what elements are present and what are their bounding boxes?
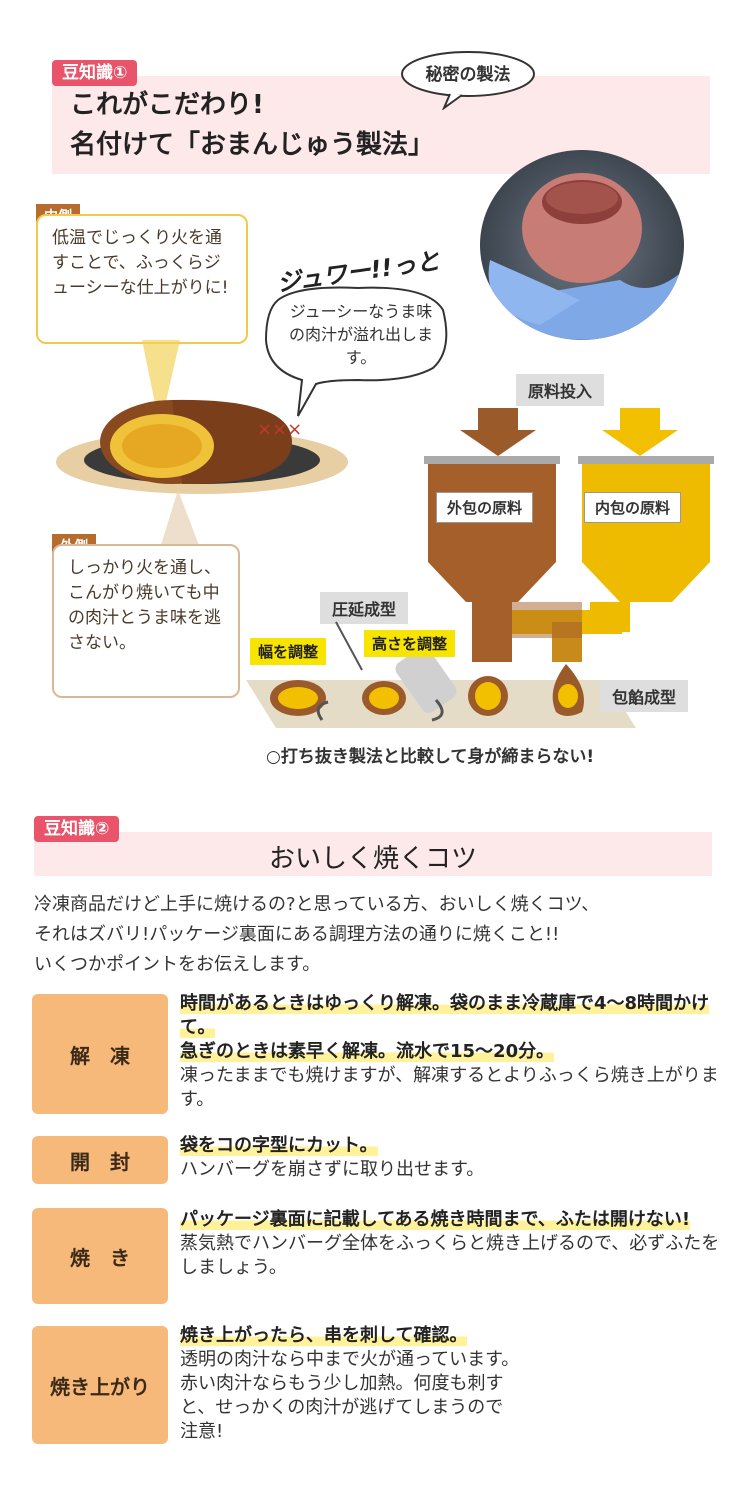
inner-material-label: 内包の原料 xyxy=(584,492,682,523)
section2-title-band xyxy=(34,832,712,876)
roll-forming-label: 圧延成型 xyxy=(320,592,409,624)
step-bake-body: 蒸気熱でハンバーグ全体をふっくらと焼き上げるので、必ずふたをしましょう。 xyxy=(180,1233,720,1278)
juicy-bubble: ジューシーなうま味の肉汁が溢れ出します。 xyxy=(258,280,458,420)
secret-bubble-text: 秘密の製法 xyxy=(425,65,511,85)
inner-note: 低温でじっくり火を通すことで、ふっくらジューシーな仕上がりに! xyxy=(36,214,248,344)
step-open-highlight1: 袋をコの字型にカット。 xyxy=(180,1135,378,1156)
step-open-text: 袋をコの字型にカット。 ハンバーグを崩さずに取り出せます。 xyxy=(180,1134,720,1182)
outer-note: しっかり火を通し、こんがり焼いても中の肉汁とうま味を逃さない。 xyxy=(52,544,240,698)
step-done-highlight1: 焼き上がったら、串を刺して確認。 xyxy=(180,1325,468,1346)
step-thaw-highlight2: 急ぎのときは素早く解凍。流水で15～20分。 xyxy=(180,1041,555,1062)
step-thaw-highlight1: 時間があるときはゆっくり解凍。袋のまま冷蔵庫で4～8時間かけて。 xyxy=(180,993,710,1038)
section2-title: おいしく焼くコツ xyxy=(268,844,477,874)
step-open-label: 開 封 xyxy=(32,1136,168,1184)
svg-text:×××: ××× xyxy=(257,419,302,440)
intro-line-1: 冷凍商品だけど上手に焼けるの?と思っている方、おいしく焼くコツ、 xyxy=(34,894,600,915)
inner-note-text: 低温でじっくり火を通すことで、ふっくらジューシーな仕上がりに! xyxy=(52,228,229,298)
arrow-inner-input xyxy=(602,408,678,456)
section2-intro: 冷凍商品だけど上手に焼けるの?と思っている方、おいしく焼くコツ、 それはズバリ!… xyxy=(34,890,734,980)
step-open-body: ハンバーグを崩さずに取り出せます。 xyxy=(180,1159,485,1180)
step-bake-label: 焼 き xyxy=(32,1208,168,1304)
step-thaw-text: 時間があるときはゆっくり解凍。袋のまま冷蔵庫で4～8時間かけて。 急ぎのときは素… xyxy=(180,992,720,1112)
arrow-outer-input xyxy=(460,408,536,456)
section1-title-line1: これがこだわり! xyxy=(70,90,264,120)
juicy-bubble-text: ジューシーなうま味の肉汁が溢れ出します。 xyxy=(288,302,433,367)
machine-hoppers xyxy=(424,456,714,662)
intro-line-3: いくつかポイントをお伝えします。 xyxy=(34,954,321,975)
outer-material-label: 外包の原料 xyxy=(436,492,534,523)
dough-pieces xyxy=(270,647,584,722)
height-adjust-label: 高さを調整 xyxy=(364,630,456,657)
secret-bubble: 秘密の製法 xyxy=(398,48,538,110)
step-bake-highlight1: パッケージ裏面に記載してある焼き時間まで、ふたは開けない! xyxy=(180,1209,691,1230)
section1-footnote: ○打ち抜き製法と比較して身が締まらない! xyxy=(266,747,595,767)
step-thaw-label: 解 凍 xyxy=(32,994,168,1114)
outer-pointer xyxy=(160,490,200,548)
section2-tag: 豆知識② xyxy=(34,816,120,842)
roll-forming-pointer xyxy=(335,621,363,671)
step-done-label: 焼き上がり xyxy=(32,1326,168,1444)
step-bake-text: パッケージ裏面に記載してある焼き時間まで、ふたは開けない! 蒸気熱でハンバーグ全… xyxy=(180,1208,720,1280)
section1-tag: 豆知識① xyxy=(52,60,138,86)
hamburg-illustration: ××× xyxy=(56,399,348,494)
step-done-text: 焼き上がったら、串を刺して確認。 透明の肉汁なら中まで火が通っています。赤い肉汁… xyxy=(180,1324,520,1444)
encrust-forming-label: 包餡成型 xyxy=(600,680,689,712)
outer-note-text: しっかり火を通し、こんがり焼いても中の肉汁とうま味を逃さない。 xyxy=(68,558,221,653)
inner-pointer xyxy=(142,340,180,428)
raw-input-label: 原料投入 xyxy=(516,374,605,406)
intro-line-2: それはズバリ!パッケージ裏面にある調理方法の通りに焼くこと!! xyxy=(34,924,560,945)
hamburg-photo xyxy=(480,150,684,340)
section1-title-line2: 名付けて「おまんじゅう製法」 xyxy=(70,130,435,160)
step-done-body: 透明の肉汁なら中まで火が通っています。赤い肉汁ならもう少し加熱。何度も刺すと、せ… xyxy=(180,1349,520,1442)
width-adjust-label: 幅を調整 xyxy=(250,638,327,665)
step-thaw-body: 凍ったままでも焼けますが、解凍するとよりふっくら焼き上がります。 xyxy=(180,1065,719,1110)
